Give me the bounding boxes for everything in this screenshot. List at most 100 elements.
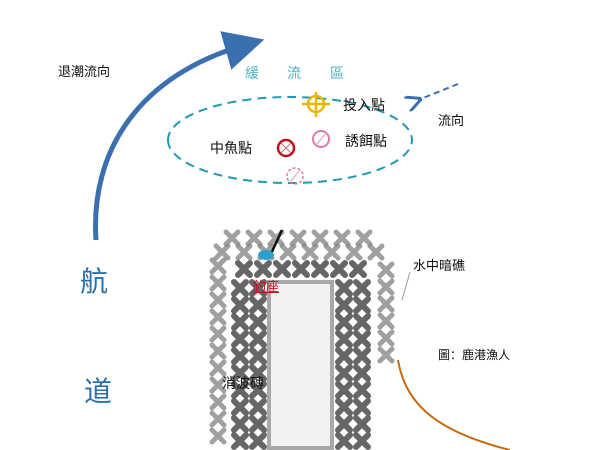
reef-tetrapod — [209, 291, 227, 309]
tetrapod — [353, 381, 371, 399]
flow-direction-label: 流向 — [438, 114, 465, 129]
reef-tetrapod — [355, 229, 373, 247]
tetrapod — [249, 330, 267, 348]
tetrapod — [335, 296, 353, 314]
bait-point-marker-secondary — [286, 167, 304, 185]
tetrapod — [335, 398, 353, 416]
reef-tetrapod — [209, 393, 227, 411]
tetrapod — [335, 347, 353, 365]
reef-tetrapod — [209, 257, 227, 275]
reef-tetrapod — [377, 329, 395, 347]
reef-tetrapod — [367, 243, 385, 261]
pier — [267, 280, 334, 450]
tetrapod — [249, 313, 267, 331]
tetrapod — [353, 398, 371, 416]
tetrapod — [335, 279, 353, 297]
tetrapod — [231, 296, 249, 314]
tetrapod — [330, 260, 348, 278]
tetrapod — [231, 279, 249, 297]
tetrapod — [231, 347, 249, 365]
reef-tetrapod — [377, 346, 395, 364]
bait-point-marker — [312, 130, 330, 148]
tetrapod — [231, 330, 249, 348]
reef-tetrapod — [323, 243, 341, 261]
ebb-tide-arrow — [93, 31, 265, 241]
reef-tetrapod — [209, 325, 227, 343]
tetrapod — [231, 398, 249, 416]
tetrapod — [335, 313, 353, 331]
reef-pointer — [401, 271, 411, 301]
tetrapod — [249, 381, 267, 399]
credit-label: 圖：鹿港漁人 — [438, 348, 511, 362]
fish-point-label: 中魚點 — [210, 141, 252, 157]
tetrapod — [249, 432, 267, 450]
channel-label-2: 道 — [84, 375, 113, 408]
reef-tetrapod — [311, 229, 329, 247]
tetrapod — [353, 347, 371, 365]
tetrapod — [311, 260, 329, 278]
tetrapod — [249, 296, 267, 314]
reef-tetrapod — [377, 278, 395, 296]
reef-tetrapod — [209, 410, 227, 428]
reef-tetrapod — [223, 229, 241, 247]
tetrapod — [353, 330, 371, 348]
reef-tetrapod — [209, 274, 227, 292]
reef-tetrapod — [377, 295, 395, 313]
tetrapod — [231, 364, 249, 382]
flow-direction-arrow — [418, 83, 459, 100]
tetrapod — [249, 364, 267, 382]
tetrapod — [292, 260, 310, 278]
reef-tetrapod — [345, 243, 363, 261]
drop-point-label: 投入點 — [343, 98, 385, 114]
tetrapod — [231, 432, 249, 450]
fishing-seat-marker — [258, 250, 274, 260]
reef-tetrapod — [209, 359, 227, 377]
reef-tetrapod — [289, 229, 307, 247]
tetrapods-label: 消波磚 — [222, 376, 264, 392]
tetrapod — [231, 313, 249, 331]
drop-point-marker — [302, 92, 330, 117]
tetrapod — [254, 260, 272, 278]
reef-tetrapod — [279, 243, 297, 261]
tetrapod — [335, 381, 353, 399]
tetrapod — [335, 415, 353, 433]
tetrapod — [273, 260, 291, 278]
fishing-seat-label: 釣座 — [253, 280, 280, 295]
tetrapod — [249, 347, 267, 365]
tetrapods — [209, 229, 395, 450]
buffer-zone-ellipse — [167, 96, 414, 184]
fishing-rod — [268, 229, 284, 257]
tetrapod — [335, 364, 353, 382]
tetrapod — [353, 313, 371, 331]
bait-point-label: 誘餌點 — [345, 134, 387, 150]
buffer-zone-label-2: 流 — [287, 66, 301, 82]
tetrapod — [349, 260, 367, 278]
tetrapod — [231, 415, 249, 433]
tetrapod — [235, 260, 253, 278]
reef-tetrapod — [245, 229, 263, 247]
reef-tetrapod — [209, 342, 227, 360]
reef-tetrapod — [333, 229, 351, 247]
reef-tetrapod — [377, 261, 395, 279]
reef-tetrapod — [209, 376, 227, 394]
tetrapod — [249, 398, 267, 416]
channel-label-1: 航 — [80, 265, 109, 298]
reef-tetrapod — [235, 243, 253, 261]
fish-point-marker — [276, 138, 296, 158]
buffer-zone-label-1: 緩 — [245, 66, 259, 82]
tetrapod — [353, 279, 371, 297]
tetrapod — [335, 330, 353, 348]
reef-tetrapod — [377, 312, 395, 330]
tetrapod — [335, 432, 353, 450]
tetrapod — [353, 364, 371, 382]
tetrapod — [353, 415, 371, 433]
tetrapod — [249, 279, 267, 297]
tetrapod — [249, 415, 267, 433]
reef-label: 水中暗礁 — [413, 259, 466, 274]
shoreline — [397, 359, 511, 450]
reef-tetrapod — [209, 427, 227, 445]
reef-tetrapod — [301, 243, 319, 261]
ebb-direction-label: 退潮流向 — [58, 65, 111, 80]
